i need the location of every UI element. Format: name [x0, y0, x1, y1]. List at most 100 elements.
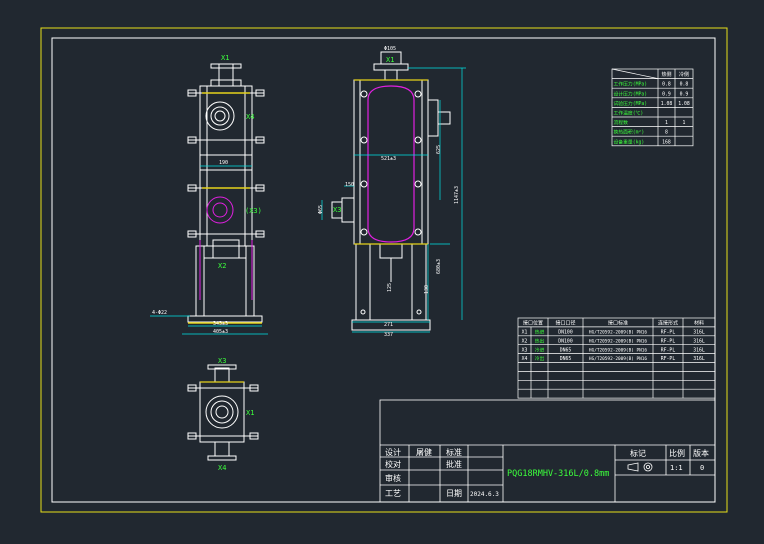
nozzle-header-cell: 连接形式 — [658, 320, 678, 327]
nozzle-medium-cell: 冷进 — [535, 346, 545, 353]
front-view-dims — [150, 165, 268, 335]
top-x3-label: X3 — [218, 357, 226, 365]
tb-mark: 标记 — [630, 448, 646, 458]
side-dim-leg: 125 — [387, 283, 393, 292]
tb-date: 2024.6.3 — [470, 491, 499, 498]
tb-version: 0 — [700, 464, 704, 472]
side-dim-h3: 680±3 — [436, 259, 442, 274]
side-dim-base1: 271 — [384, 322, 393, 328]
param-name-cell: 工作温度(℃) — [614, 110, 644, 117]
nozzle-size-cell: DN65 — [560, 347, 572, 353]
param-value-cell: 0.8 — [662, 82, 671, 88]
side-dim-plate: 521±3 — [381, 156, 396, 162]
nozzle-standard-cell: HG/T20592-2009(B) PN16 — [589, 330, 648, 336]
nozzle-material-cell: 316L — [693, 356, 705, 362]
front-dim-343: 343±3 — [213, 321, 228, 327]
side-x3-label: X3 — [333, 206, 341, 214]
top-x4-label: X4 — [218, 464, 226, 472]
tb-craft: 工艺 — [385, 489, 401, 498]
side-view-dims — [321, 67, 466, 333]
side-dim-h4: 130 — [424, 285, 430, 294]
param-value-cell: 0.8 — [680, 82, 689, 88]
nozzle-standard-cell: HG/T20592-2009(B) PN16 — [589, 356, 648, 362]
side-dim-h2: 625 — [436, 145, 442, 154]
top-x1-label: X1 — [246, 409, 254, 417]
param-name-cell: 设计压力(MPa) — [614, 90, 648, 97]
param-value-cell: 1 — [683, 120, 686, 126]
param-value-cell: 1.08 — [661, 101, 673, 107]
front-view-highlights — [188, 92, 262, 324]
nozzle-connection-cell: RF-PL — [661, 330, 676, 336]
tb-check: 校对 — [385, 459, 401, 469]
side-dim-h1: 1147±3 — [454, 186, 460, 204]
tb-version-label: 版本 — [693, 448, 709, 458]
nozzle-standard-cell: HG/T20592-2009(B) PN16 — [589, 347, 648, 353]
param-name-cell: 换热面积(m²) — [614, 129, 645, 136]
front-x4-label: X4 — [246, 113, 254, 121]
projection-symbol-icon — [627, 462, 653, 472]
nozzle-size-cell: DN100 — [558, 338, 573, 344]
side-view — [331, 51, 451, 331]
top-view — [187, 364, 259, 461]
nozzle-material-cell: 316L — [693, 330, 705, 336]
tb-date-label: 日期 — [446, 489, 462, 498]
nozzle-header-cell: 接口标准 — [608, 320, 628, 327]
nozzle-header-cell: 材料 — [694, 320, 704, 327]
tb-scale-label: 比例 — [669, 448, 685, 458]
nozzle-connection-cell: RF-PL — [661, 347, 676, 353]
nozzle-size-cell: DN65 — [560, 356, 572, 362]
tb-designer: 屠健 — [416, 447, 432, 457]
front-view — [187, 63, 265, 323]
param-value-cell: 1.08 — [678, 101, 690, 107]
tb-scale: 1:1 — [670, 464, 683, 472]
param-header-cell: 冷侧 — [679, 71, 689, 78]
nozzle-connection-cell: RF-PL — [661, 356, 676, 362]
nozzle-standard-cell: HG/T20592-2009(B) PN16 — [589, 338, 648, 344]
nozzle-size-cell: DN100 — [558, 330, 573, 336]
nozzle-connection-cell: RF-PL — [661, 338, 676, 344]
tb-drawing-no: PQG18RMHV-316L/0.8mm — [507, 469, 609, 479]
nozzle-medium-cell: 热进 — [535, 329, 545, 336]
tb-approve: 批准 — [446, 459, 462, 469]
outer-frame — [40, 27, 728, 513]
front-x1-label: X1 — [221, 54, 229, 62]
side-view-plate-pack — [367, 85, 415, 243]
front-dim-405: 405±3 — [213, 329, 228, 335]
side-x1-label: X1 — [386, 56, 394, 64]
nozzle-position-cell: X4 — [522, 356, 528, 362]
side-dim-base2: 337 — [384, 332, 393, 338]
param-value-cell: 1 — [665, 120, 668, 126]
param-value-cell: 168 — [662, 139, 671, 145]
front-x2-label: X2 — [218, 262, 226, 270]
param-name-cell: 工作压力(MPa) — [614, 81, 648, 88]
front-dim-190: 190 — [219, 160, 228, 166]
nozzle-medium-cell: 冷出 — [535, 355, 545, 362]
nozzle-position-cell: X1 — [522, 330, 528, 336]
param-name-cell: 设备重量(kg) — [614, 138, 645, 145]
nozzle-position-cell: X2 — [522, 338, 528, 344]
nozzle-material-cell: 316L — [693, 347, 705, 353]
front-view-plate-pack — [199, 196, 253, 300]
nozzle-header-cell: 接口位置 — [523, 320, 543, 327]
param-header-cell: 热侧 — [661, 71, 671, 78]
nozzle-medium-cell: 热出 — [535, 337, 545, 344]
param-value-cell: 0.9 — [680, 91, 689, 97]
param-name-cell: 流程数 — [614, 119, 629, 126]
param-value-cell: 0.9 — [662, 91, 671, 97]
nozzle-header-cell: 接口口径 — [555, 320, 575, 327]
title-block — [379, 399, 716, 503]
param-value-cell: 8 — [665, 130, 668, 136]
side-view-highlights — [354, 79, 428, 245]
tb-design: 设计 — [385, 447, 401, 457]
param-name-cell: 试验压力(MPa) — [614, 100, 648, 107]
tb-review: 审核 — [385, 473, 401, 483]
side-dim-offset: 150 — [345, 182, 354, 188]
side-dim-flange: Φ65 — [318, 205, 324, 214]
front-x3-label: (X3) — [245, 207, 262, 215]
tb-standard: 标准 — [446, 447, 462, 457]
side-dim-top: Φ105 — [384, 46, 396, 52]
